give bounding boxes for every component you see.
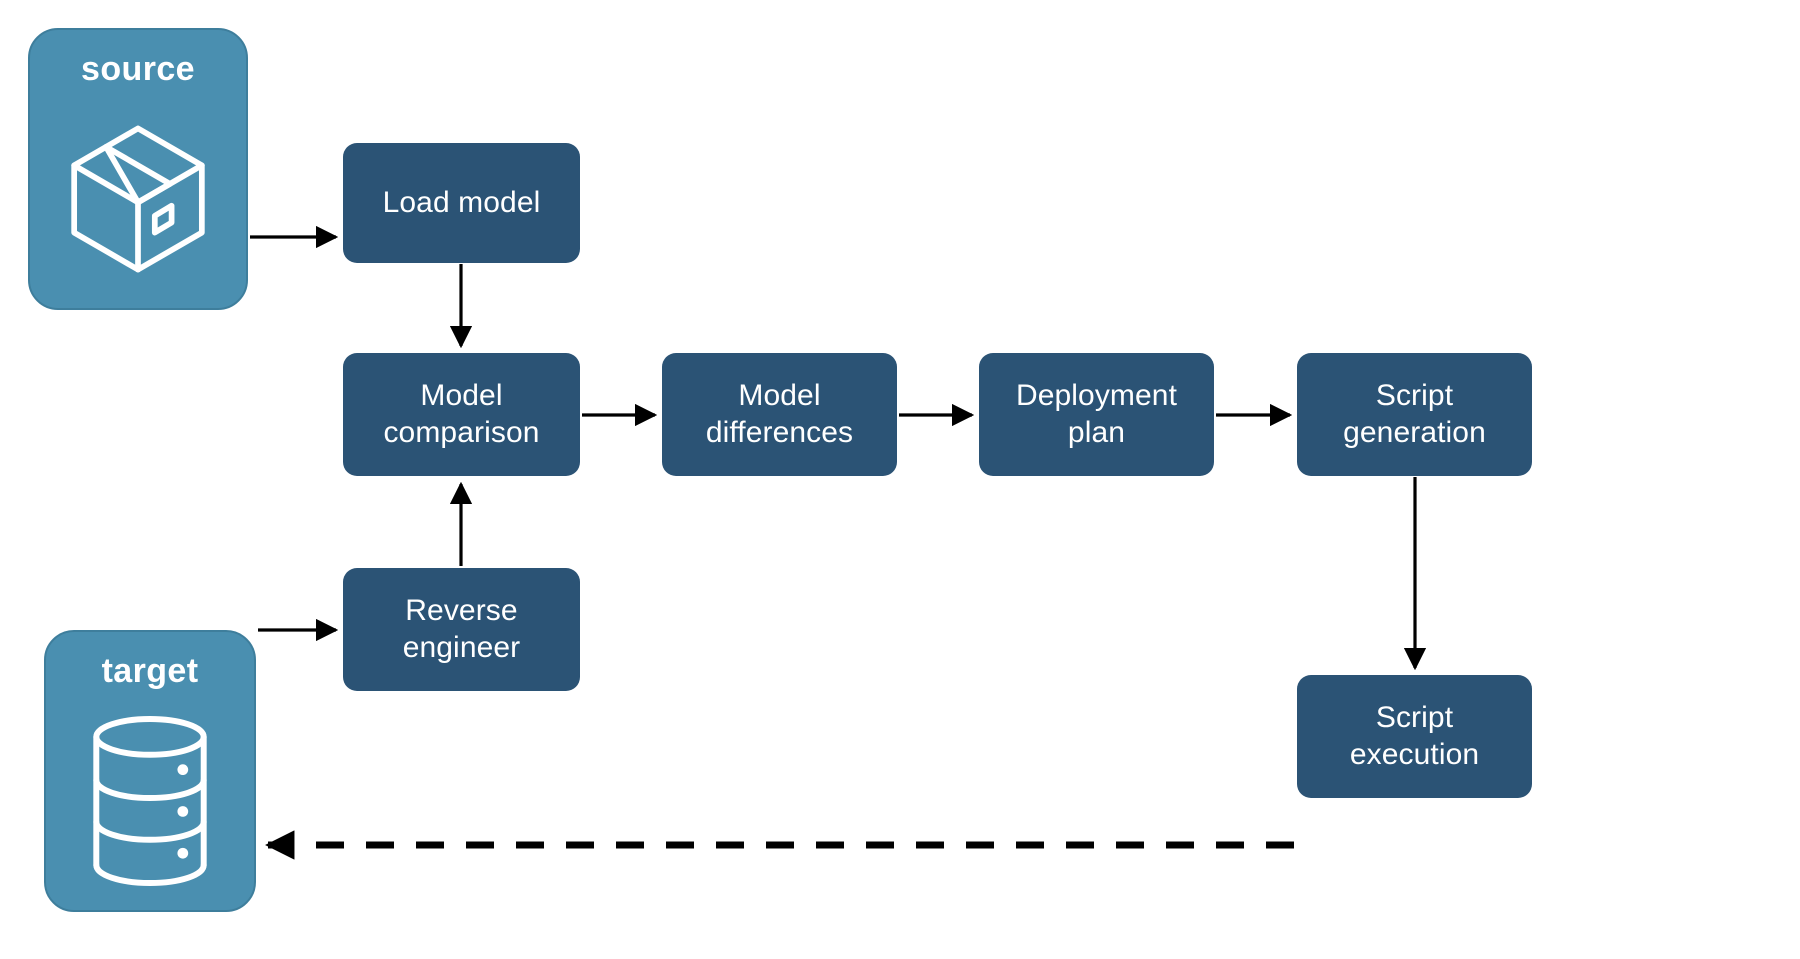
deployment-plan-label: Deployment plan [1015,378,1178,449]
model-differences-label: Model differences [705,378,854,449]
node-source[interactable]: source [28,28,248,310]
node-load-model[interactable]: Load model [343,143,580,263]
database-cylinder-icon [46,691,254,910]
node-model-comparison[interactable]: Model comparison [343,353,580,476]
script-generation-label: Script generation [1343,378,1486,449]
node-deployment-plan[interactable]: Deployment plan [979,353,1214,476]
reverse-engineer-label: Reverse engineer [402,593,521,664]
package-box-icon [30,89,246,308]
script-execution-label: Script execution [1349,700,1480,771]
node-script-generation[interactable]: Script generation [1297,353,1532,476]
source-label: source [81,50,195,88]
node-model-differences[interactable]: Model differences [662,353,897,476]
model-comparison-label: Model comparison [383,378,540,449]
load-model-label: Load model [382,185,541,219]
node-reverse-engineer[interactable]: Reverse engineer [343,568,580,691]
node-target[interactable]: target [44,630,256,912]
node-script-execution[interactable]: Script execution [1297,675,1532,798]
target-label: target [101,652,199,690]
